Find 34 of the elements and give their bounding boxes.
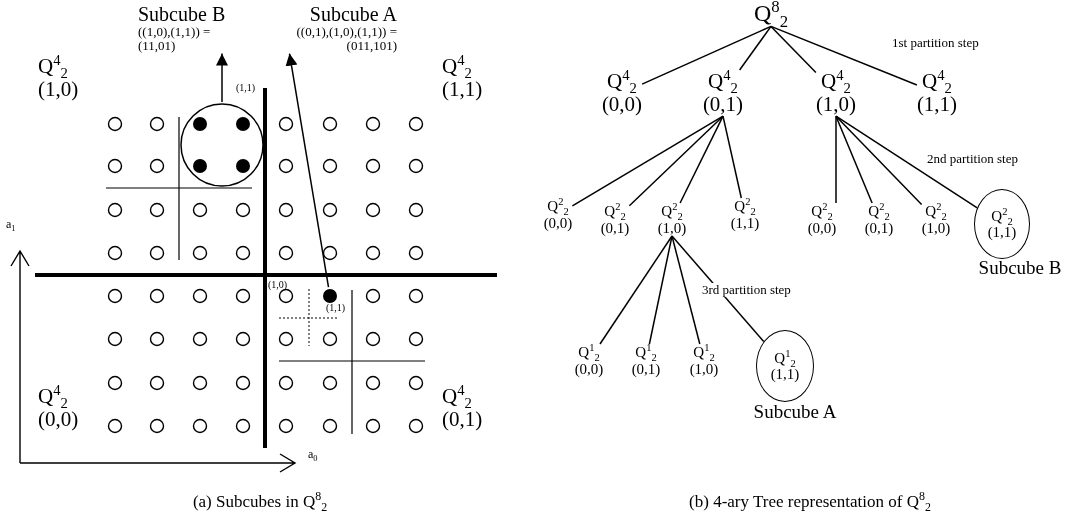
axis-label: a$_{0}$	[308, 448, 318, 462]
edge-label: 2nd partition step	[925, 152, 1020, 167]
tree-line	[648, 235, 673, 345]
tree-line	[835, 115, 978, 209]
edge-label: 3rd partition step	[700, 283, 793, 298]
tree-line	[722, 115, 743, 199]
subcube-label: Subcube A	[753, 402, 837, 423]
tree-line	[599, 235, 673, 345]
tree-line	[679, 115, 724, 204]
tree-line	[641, 25, 772, 85]
circled-dots	[179, 102, 265, 188]
tree-line	[671, 235, 701, 345]
tree-line	[770, 25, 817, 74]
axis-label: a$_{1}$	[6, 218, 16, 232]
filled-dot	[321, 287, 339, 305]
tree-line	[628, 115, 724, 207]
arrow	[285, 52, 330, 288]
tree-line	[770, 25, 918, 86]
subcube-label: Subcube B	[978, 258, 1062, 279]
tree-line	[835, 115, 837, 204]
tree-line	[738, 25, 772, 71]
node-title: Subcube A	[308, 3, 397, 25]
tree-line	[571, 115, 724, 207]
arrow	[216, 52, 228, 103]
tree-line	[835, 115, 873, 204]
coordinate-label: (1,1)	[236, 82, 256, 93]
tree-line	[835, 115, 923, 206]
node-title: Subcube B	[138, 3, 226, 25]
coordinate-label: (1,1)	[326, 302, 346, 313]
coordinate-text: ((0,1),(1,0),(1,1)) = (011,101)	[295, 25, 397, 54]
edge-label: 1st partition step	[890, 36, 981, 51]
coordinate-text: ((1,0),(1,1)) = (11,01)	[138, 25, 212, 54]
tree-line	[671, 235, 765, 343]
coordinate-label: (1,0)	[268, 279, 288, 290]
